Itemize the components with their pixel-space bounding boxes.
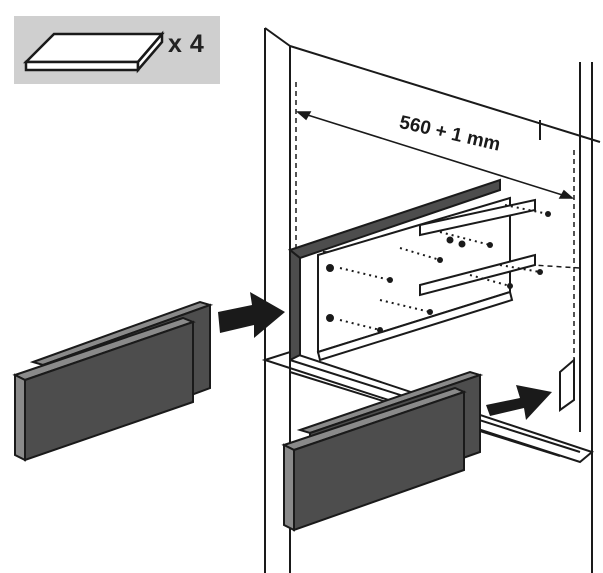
- lower-boards: [281, 370, 484, 532]
- screw-paths: [339, 204, 549, 331]
- quantity-panel: [14, 16, 220, 84]
- board-icon: [22, 30, 165, 74]
- rail-bracket: [316, 196, 536, 362]
- dimension-line: [295, 111, 575, 199]
- insert-arrow-right: [486, 385, 552, 420]
- quantity-label: x 4: [168, 30, 205, 58]
- cabinet-top-back: [289, 45, 601, 143]
- side-bracket: [559, 357, 575, 412]
- screws: [377, 211, 551, 333]
- left-boards: [12, 300, 214, 462]
- mounted-board-side: [289, 247, 301, 362]
- insert-arrow-left: [218, 292, 285, 338]
- cabinet-top-left: [264, 27, 291, 47]
